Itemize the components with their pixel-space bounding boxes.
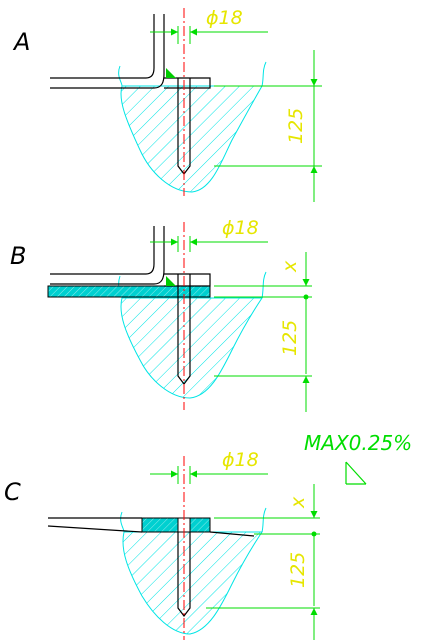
diameter-label-a: ϕ18	[206, 7, 243, 29]
plate-a	[50, 14, 211, 89]
diameter-label-b: ϕ18	[222, 217, 259, 239]
depth-label-c: 125	[287, 552, 309, 588]
grout-layer-b	[47, 285, 211, 298]
view-label-a: A	[12, 28, 30, 56]
base-material-c	[122, 531, 263, 635]
view-b: B ϕ18	[10, 217, 312, 412]
view-a: A ϕ18	[12, 7, 322, 202]
base-material-a	[120, 85, 263, 193]
slope-note-c: MAX0.25%	[304, 431, 412, 455]
diameter-dimension-a	[150, 26, 268, 44]
depth-dimension-a	[214, 50, 322, 202]
anchor-rod-c	[177, 532, 191, 617]
depth-label-b: 125	[279, 320, 301, 356]
gap-label-c: x	[287, 496, 309, 509]
diameter-label-c: ϕ18	[222, 449, 259, 471]
diameter-dimension-c	[150, 466, 268, 484]
grout-layer-c	[141, 517, 211, 533]
weld-a	[166, 68, 176, 78]
diameter-dimension-b	[150, 236, 268, 252]
base-material-b	[120, 297, 263, 399]
gap-label-b: x	[279, 260, 301, 273]
plate-b	[50, 226, 211, 287]
plate-c	[47, 517, 255, 537]
view-label-b: B	[10, 242, 26, 270]
gap-point-c	[311, 531, 317, 537]
gap-point-b	[303, 294, 309, 300]
depth-label-a: 125	[285, 108, 307, 144]
weld-b	[166, 276, 176, 286]
gap-dimension-b	[214, 252, 312, 412]
view-c: C ϕ18 MAX0.25%	[4, 431, 412, 640]
gap-dimension-c	[206, 484, 320, 640]
view-label-c: C	[4, 478, 21, 506]
base-edge-a	[118, 61, 267, 87]
slope-symbol-c	[345, 461, 367, 485]
